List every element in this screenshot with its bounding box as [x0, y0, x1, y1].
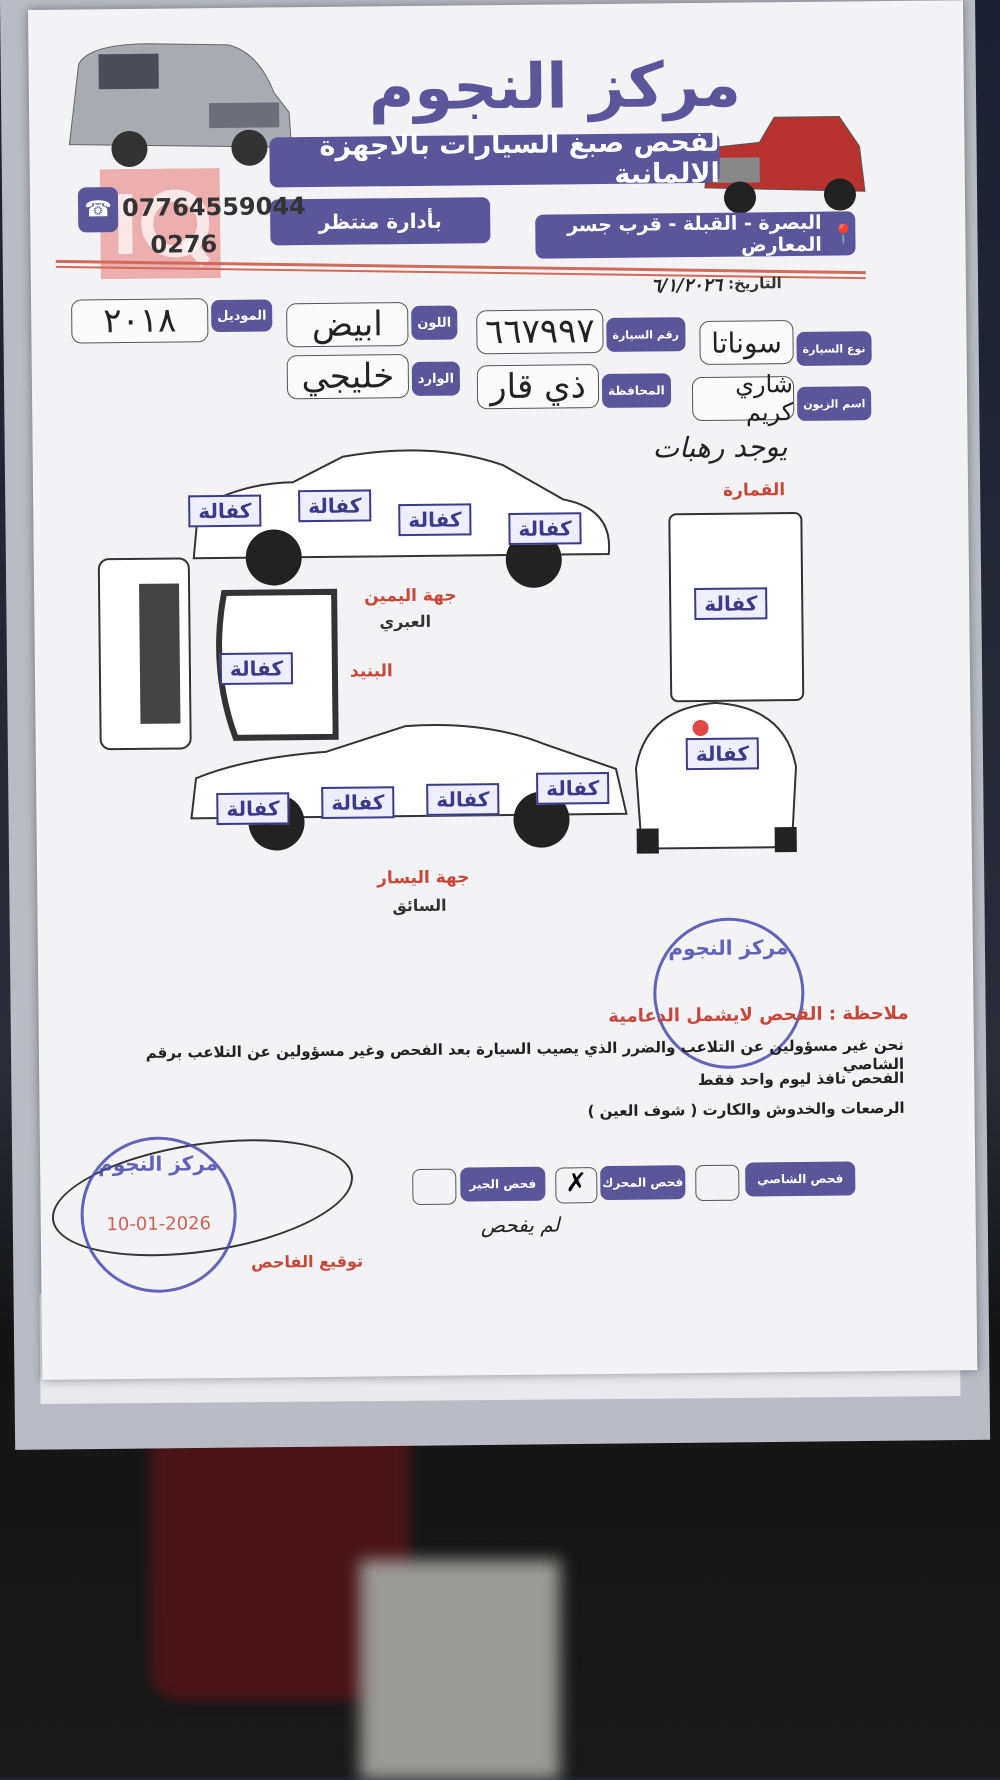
left-side-sublabel: السائق [392, 895, 447, 916]
warranty-stamp: كفالة [508, 512, 582, 545]
background-fabric [360, 1560, 560, 1780]
date-row: التاريخ: ٦/١/٢٠٢٦ [651, 274, 782, 296]
address-banner: 📍 البصرة - القبلة - قرب جسر المعارض [535, 211, 856, 259]
warranty-stamp: كفالة [426, 783, 500, 816]
warranty-stamp: كفالة [536, 771, 610, 805]
date-label: التاريخ: [727, 274, 782, 293]
roof-label: القمارة [722, 480, 786, 501]
phone-number-2: 0276 [150, 230, 218, 259]
stamp-name: مركز النجوم [97, 1151, 219, 1177]
warranty-stamp: كفالة [188, 494, 262, 528]
date-value: ٦/١/٢٠٢٦ [650, 274, 723, 297]
chassis-check-box[interactable] [695, 1164, 740, 1202]
left-side-label: جهة اليسار [377, 867, 470, 889]
color-field[interactable]: ابيض [286, 302, 409, 348]
warranty-stamp: كفالة [298, 489, 372, 523]
warranty-stamp: كفالة [694, 587, 768, 621]
van-image [68, 43, 292, 167]
warranty-stamp: كفالة [321, 786, 395, 819]
pickup-truck-image [704, 116, 866, 214]
engine-check-label: فحص المحرك [600, 1165, 686, 1201]
origin-field[interactable]: خليجي [286, 354, 410, 400]
handwritten-note: يوجد رهبات [652, 430, 788, 465]
subtitle-banner: لفحص صبغ السيارات بالاجهزة الالمانية [269, 127, 720, 190]
hood-label: البنيد [349, 661, 393, 682]
handwritten-mark: لم يفحص [480, 1212, 560, 1238]
gear-check-label: فحص الجير [460, 1166, 546, 1202]
chassis-check-label: فحص الشاصي [745, 1161, 856, 1197]
model-label: الموديل [211, 299, 273, 333]
model-field[interactable]: ٢٠١٨ [71, 298, 209, 344]
note-item: الرصعات والخدوش والكارت ( شوف العين ) [587, 1098, 905, 1121]
inspection-form: مركز النجوم لفحص صبغ السيارات بالاجهزة ا… [28, 0, 978, 1380]
province-field[interactable]: ذي قار [476, 364, 600, 410]
stamp-name: مركز النجوم [668, 935, 789, 961]
plate-field[interactable]: ٦٦٧٩٩٧ [476, 308, 604, 355]
province-label: المحافظة [601, 373, 671, 409]
car-type-field[interactable]: سوناتا [699, 320, 794, 365]
car-front-diagram [97, 557, 192, 751]
warranty-stamp: كفالة [216, 792, 290, 826]
customer-field[interactable]: شاري كريم [691, 370, 795, 427]
inspector-signature-label: توقيع الفاحص [251, 1251, 364, 1272]
warranty-stamp: كفالة [685, 737, 760, 771]
car-type-label: نوع السيارة [796, 331, 872, 366]
note-item: الفحص نافذ ليوم واحد فقط [697, 1068, 905, 1090]
location-pin-icon: 📍 [831, 222, 856, 246]
warranty-stamp: كفالة [219, 652, 294, 686]
color-label: اللون [411, 305, 458, 341]
dated-stamp: مركز النجوم 10-01-2026 [79, 1135, 238, 1294]
center-title: مركز النجوم [368, 47, 742, 125]
phone-number: 07764559044 [121, 192, 306, 223]
notes-heading: ملاحظة : الفحص لايشمل الدعامية [608, 1002, 909, 1027]
customer-label: اسم الزبون [796, 386, 872, 421]
right-side-sublabel: العبري [379, 611, 432, 632]
gear-check-box[interactable] [412, 1168, 457, 1206]
origin-label: الوارد [411, 361, 461, 396]
phone-icon: ☎ [77, 187, 119, 233]
engine-check-box[interactable]: ✗ [555, 1167, 598, 1204]
right-side-label: جهة اليمين [364, 585, 457, 607]
watermark-logo [99, 168, 221, 280]
address-text: البصرة - القبلة - قرب جسر المعارض [566, 211, 822, 257]
car-rear-diagram [634, 701, 797, 854]
warranty-stamp: كفالة [398, 503, 472, 537]
plate-label: رقم السيارة [606, 317, 686, 352]
stamp-date: 10-01-2026 [106, 1213, 212, 1236]
